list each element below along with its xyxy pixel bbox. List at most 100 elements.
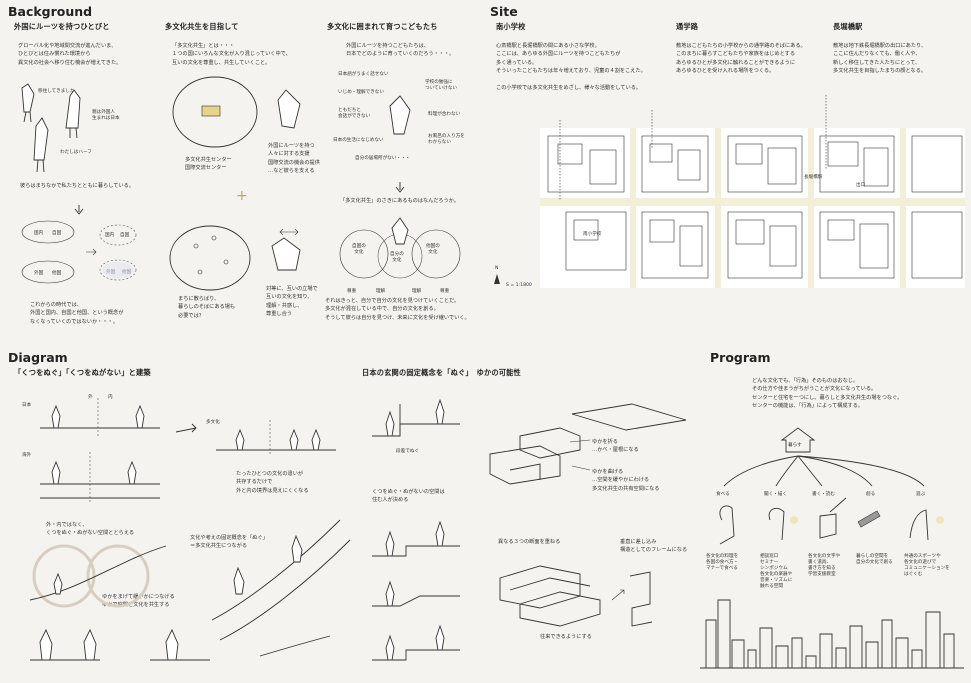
house-label: 暮らす [788,443,802,448]
act-write-desc: 各文化の文字や 書く道具、 書き方を知る 学習支援教室 [808,554,841,577]
act-eat-desc: 各文化の料理を 各国の食べ方・ マナーで食べる [706,554,739,571]
map-label-school: 南小学校 [583,232,602,237]
worry-6: 日本の生活になじめない [333,138,384,143]
site-col1-title: 南小学校 [496,22,526,31]
bg-col2-support: 外国にルーツを持つ 人々に対する支援 国際交流の機会の提供 …など彼らを支える [268,143,320,175]
bg-col2-title: 多文化共生を目指して [165,22,239,31]
map-north: N [495,266,499,271]
arrow-down-1 [74,205,84,215]
scattered-dots [193,235,229,275]
label-in: 内 [108,395,113,400]
diagram-text-3: 文化や考えの固定概念を「ぬぐ」 ＝多文化共生につながる [190,535,268,550]
circle-label-gaikoku: 外国 [34,271,44,276]
plus-sign: + [236,188,248,204]
step-text: くつをぬぐ・ぬがないの空間は 住む人が決める [372,489,445,504]
center-building-icon [201,105,221,117]
venn-sub-2: 理解 [376,289,386,294]
circle-diagram-after [99,224,137,281]
act-play-desc: 共通のスポーツや 各文化の遊びで コミュニケーションを はぐくむ [904,554,950,577]
label-out: 外 [88,395,93,400]
row-label-japan: 日本 [22,403,32,408]
site-col3-text: 敷地は地下鉄長堀橋駅の出口にあたり、 ここに住んだりなくても、働く人や、 新しく… [833,43,927,75]
frame-diagram [611,571,653,627]
site-heading: Site [490,4,518,19]
bg-col1-conclusion: これからの時代では、 外国と国内、自国と他国、という概念が なくなっていくのでは… [30,302,124,325]
frame-text: 垂直に差し込み 構造としてのフレームになる [620,539,688,554]
worry-2: いじめ・理解できない [338,90,384,95]
act-play: 遊ぶ [916,492,926,497]
bg-col2-bottom-left: まちに散らばり、 暮らしのそばにある場も 必要では？ [178,296,236,319]
floor-text-2: ゆかを曲げる …空間を緩やかにわける 多文化共生の共有空間になる [592,469,660,492]
house-icon [780,427,816,453]
program-intro: どんな文化でも、「行為」そのものはおなじ。 その仕方や佳まうがちがうことが文化に… [752,378,903,410]
center-circle-top [172,76,258,148]
figure-half [33,117,49,173]
venn-label-own-country: 自国の 文化 [352,244,366,255]
hill-diagram [211,519,351,641]
map-label-station: 長堀橋駅 [804,175,823,180]
circle-label-takoku: 他国 [52,271,62,276]
act-write: 書く・読む [812,492,835,497]
figure-migrant [21,83,35,123]
site-map [494,95,965,288]
worry-3: 学校の勉強に ついていけない [425,80,458,91]
bg-col2-center: 多文化共生センター 国際交流センター [185,157,232,172]
bg-col1-intro: グローバル化や地域間交流が進んだいま、 ひとびとは住み慣れた環境から 異文化の社… [18,43,122,66]
venn-sub-4: 尊重 [440,289,450,294]
worry-4: ともだちと 会話ができない [338,108,371,119]
site-col1-text: 心斎橋駅と長堀橋駅の間にある小さな学校。 ここには、あらゆる外国にルーツを持つこ… [496,43,646,92]
bg-col2-intro: 「多文化共生」とは・・・ １つの国にいろんな文化が入り混じっていく中で、 互いの… [172,43,291,66]
slope-diagram [29,544,167,608]
figure-child-center [389,95,411,135]
site-col2-text: 敷地はこどもたちの小学校からの通学路のそばにある。 このまちに暮らすこどもたちや… [676,43,806,75]
worry-1: 日本語がうまく話せない [338,72,389,77]
worry-8: 自分の居場所がない・・・ [355,156,411,161]
map-scale: S = 1:1800 [506,283,532,288]
walk-text: 往来できるようにする [540,634,592,640]
background-heading: Background [8,4,93,19]
floor-fold-diagram [489,403,687,485]
circle2-label-kokunai: 国内 [105,233,115,238]
figure-parent-foreign [65,89,81,139]
bg-col3-title: 多文化に囲まれて育つこどもたち [327,22,438,31]
label-tabunka: 多文化 [206,420,220,425]
venn-sub-1: 尊重 [347,289,357,294]
city-skyline [700,599,964,669]
fig-label-1: 移住してきました [38,89,75,94]
fig-label-3: わたしはハーフ [60,150,92,155]
fig-label-2: 親は外国人 生まれは日本 [92,110,120,121]
city-circle-bottom [169,225,251,291]
step-label: 段差でぬぐ [396,449,419,454]
tabunka-diagram [175,420,336,456]
site-col2-title: 通学路 [676,22,699,31]
circle-label-kokunai: 国内 [34,231,44,236]
venn-diagram [339,217,461,279]
diagram-heading: Diagram [8,350,68,365]
act-create: 創る [866,492,876,497]
act-listen: 聞く・描く [764,492,787,497]
bg-col1-middle: 彼らはまちなかで私たちとともに暮らしている。 [20,183,134,189]
step-diagram [372,398,460,661]
diagram-text-1: たったひとつの文化の違いが 共存するだけで 外と内の境界は見えにくくなる [236,471,309,494]
bg-col3-conclusion: それはきっと、自分で自分の文化を見つけていくことだ。 多文化が混在している中で、… [325,298,470,321]
bg-col3-intro: 外国にルーツを持つこどもたちは、 日本でどのように育っていくのだろう・・・。 [346,43,455,58]
map-label-exit: 出口 [856,183,866,188]
circle-label-jikoku: 自国 [52,231,62,236]
site-col3-title: 長堀橋駅 [833,22,863,31]
circle2-label-jikoku: 自国 [120,233,130,238]
bg-col1-title: 外国にルーツを持つひとびと [14,22,110,31]
layer-diagram [499,565,601,627]
layer-text: 異なる３つの断面を重ねる [498,539,561,545]
act-listen-desc: 相談窓口 セミナー シンポジウム 各文化の楽器や 音楽・リズムに 触れる空間 [760,554,793,589]
program-heading: Program [710,350,771,365]
floor-text-1: ゆかを折る …かべ・屋根になる [592,439,639,454]
diagram-title-1: 「くつをぬぐ」「くつをぬがない」と建築 [14,368,151,377]
arrow-down-2 [395,182,405,193]
worry-7: お風呂の入り方を わからない [428,134,465,145]
venn-label-self: 自分の 文化 [390,252,404,263]
figure-support [277,89,301,129]
bg-col3-caption: 「多文化共生」のさきにあるものはなんだろうか。 [340,198,459,204]
venn-label-other-country: 他国の 文化 [426,244,440,255]
act-eat: 食べる [716,492,730,497]
program-arrows [723,455,925,487]
